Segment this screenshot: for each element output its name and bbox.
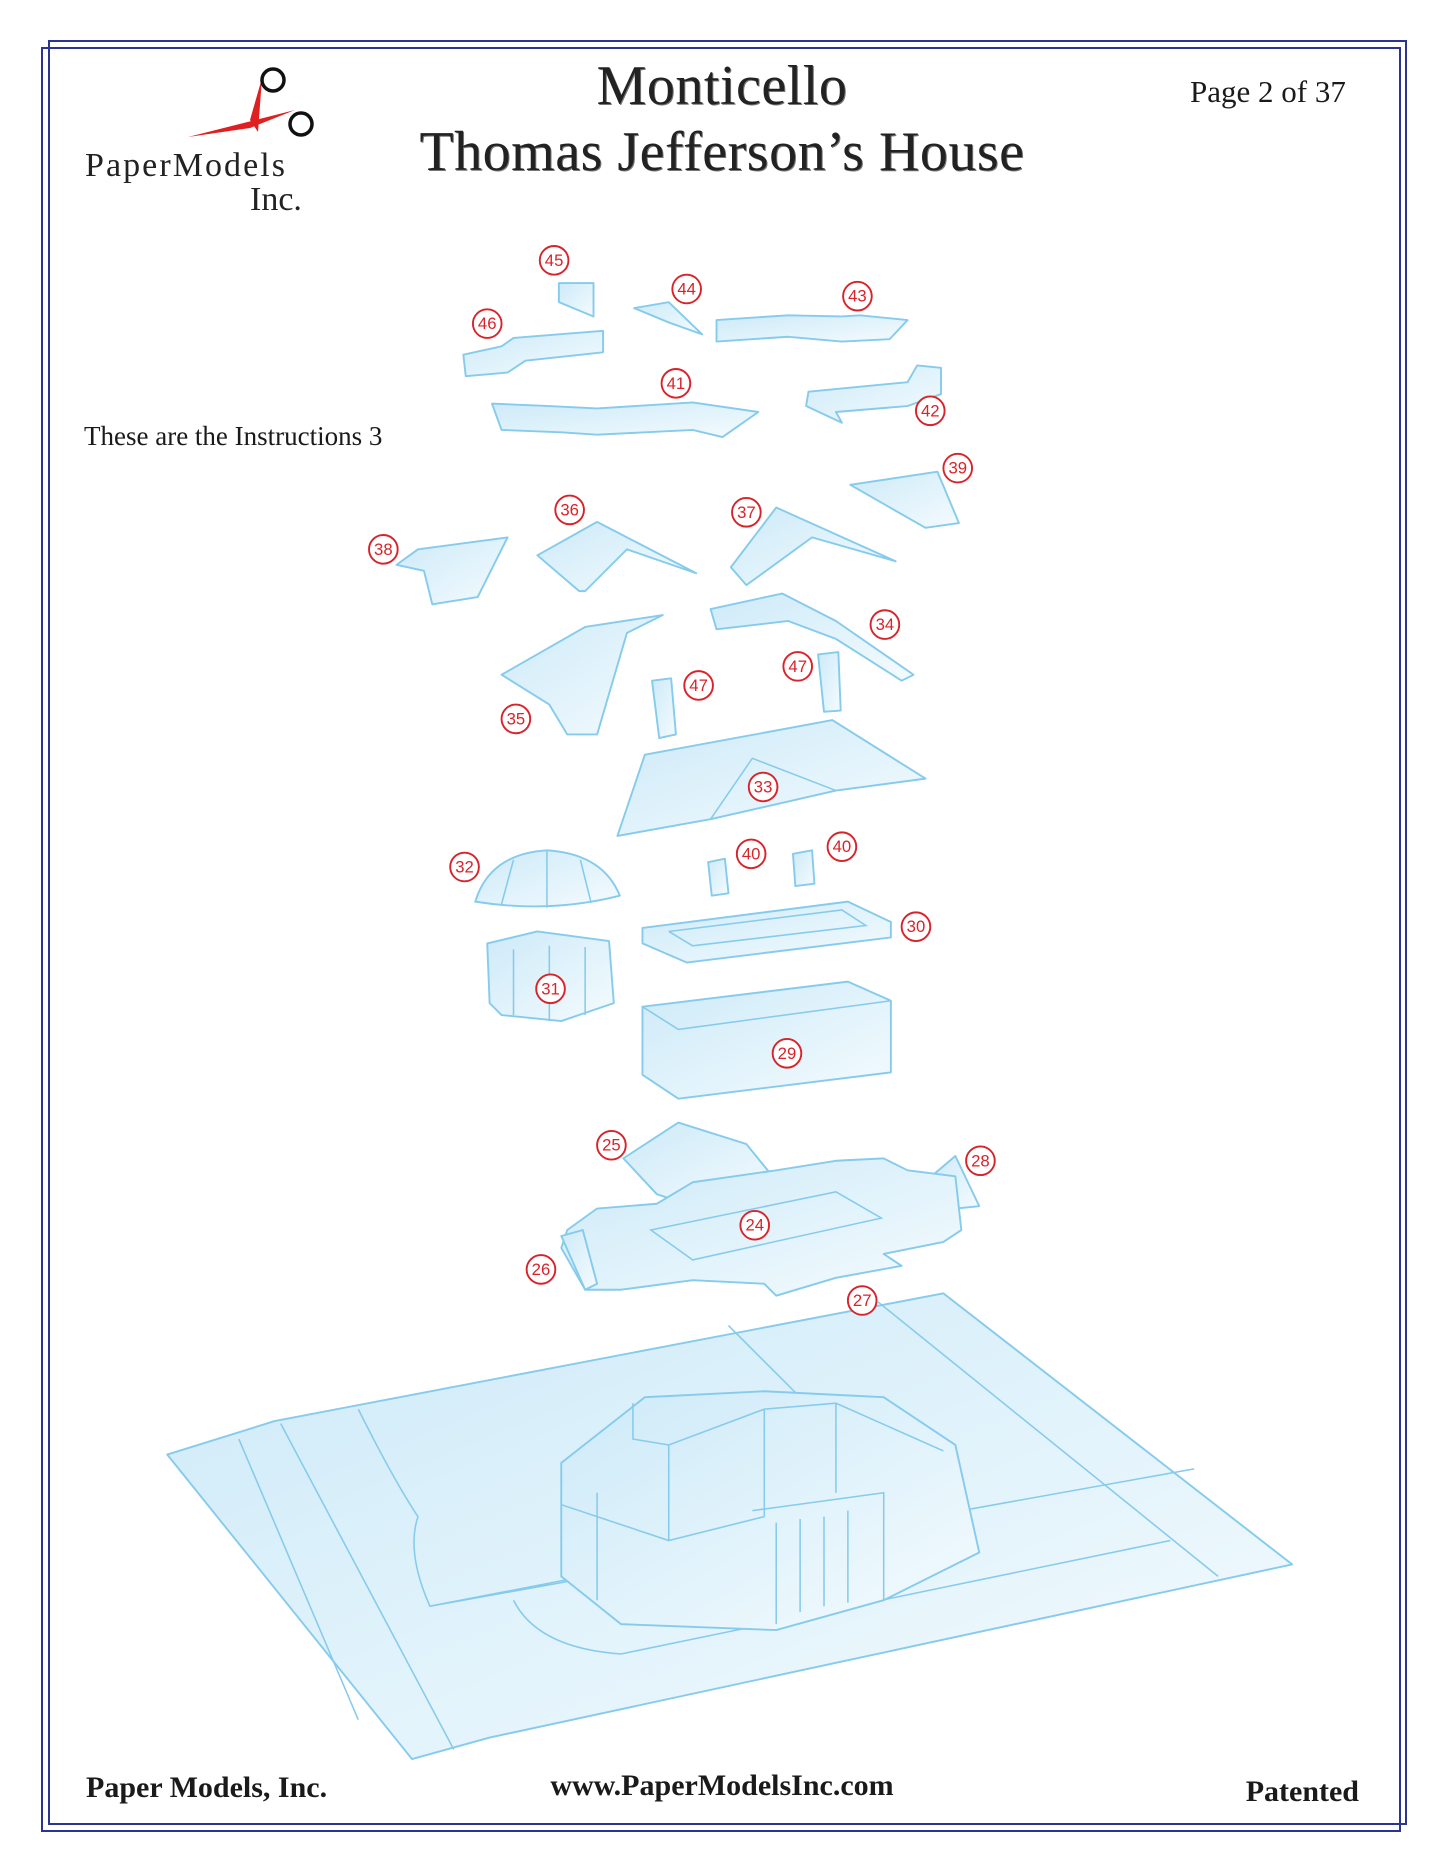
label-43: 43 [842,280,873,312]
label-26: 26 [525,1254,557,1285]
svg-text:30: 30 [907,917,926,936]
label-34: 34 [869,609,901,640]
house-model [560,1390,981,1632]
part-39 [849,470,960,529]
part-45 [557,282,595,318]
svg-text:43: 43 [848,287,867,306]
part-labels: 45 44 43 46 41 42 39 36 37 38 34 47 47 3… [368,245,996,1316]
label-40b: 40 [826,831,858,862]
label-46: 46 [471,308,503,339]
part-46 [462,329,605,378]
svg-text:36: 36 [560,500,579,519]
svg-text:28: 28 [971,1151,990,1170]
svg-text:35: 35 [507,709,526,728]
label-42: 42 [914,395,946,427]
part-47a [651,677,677,739]
svg-text:38: 38 [374,540,393,559]
label-33: 33 [747,771,779,803]
part-35 [500,614,664,736]
svg-text:40: 40 [833,837,852,856]
label-45: 45 [538,245,570,276]
svg-text:25: 25 [602,1136,621,1155]
label-39: 39 [942,452,974,484]
svg-text:47: 47 [788,657,807,676]
svg-text:42: 42 [921,401,940,420]
part-34 [709,592,915,682]
label-47a: 47 [683,670,714,701]
part-41 [491,401,760,439]
label-47b: 47 [782,651,814,682]
page-border-inner [41,47,1401,1832]
label-28: 28 [965,1145,996,1177]
part-37 [729,506,897,587]
label-41: 41 [660,368,692,399]
part-43 [715,314,909,343]
svg-text:34: 34 [876,615,895,634]
label-36: 36 [554,494,585,526]
logo-suffix: Inc. [250,181,302,218]
label-24: 24 [739,1209,771,1241]
part-26 [560,1229,599,1291]
part-40a [707,857,730,897]
part-29 [641,980,892,1100]
page-indicator: Page 2 of 37 [1190,74,1346,109]
svg-text:33: 33 [754,777,773,796]
logo-name: PaperModels [85,147,285,184]
label-37: 37 [731,497,762,528]
label-35: 35 [500,703,532,735]
svg-text:47: 47 [689,676,708,695]
label-44: 44 [671,273,702,305]
part-40b [791,849,816,888]
svg-text:40: 40 [742,844,761,863]
svg-text:24: 24 [745,1216,764,1235]
label-27: 27 [846,1285,878,1316]
page-title-line1: Monticello [596,55,848,117]
label-25: 25 [596,1129,627,1161]
footer-website[interactable]: www.PaperModelsInc.com [550,1769,894,1802]
svg-text:39: 39 [948,459,967,478]
scissors-icon [188,67,314,137]
svg-text:32: 32 [455,857,474,876]
part-30 [641,900,892,964]
instructions-note: These are the Instructions 3 [84,421,383,451]
label-30: 30 [900,911,932,942]
page-border-outer [48,40,1407,1825]
svg-text:45: 45 [545,251,564,270]
svg-text:41: 41 [667,374,686,393]
label-38: 38 [368,534,399,565]
label-40a: 40 [735,838,767,870]
model-parts [166,282,1294,1761]
part-44 [633,301,704,336]
svg-text:46: 46 [478,314,497,333]
label-32: 32 [449,851,480,883]
svg-text:37: 37 [737,503,756,522]
label-29: 29 [771,1037,803,1069]
footer-company: Paper Models, Inc. [86,1771,328,1804]
svg-text:44: 44 [677,279,696,298]
footer-patented: Patented [1245,1775,1359,1808]
label-31: 31 [535,973,566,1005]
part-36 [536,520,698,593]
svg-text:27: 27 [853,1291,872,1310]
part-38 [395,536,509,606]
part-47b [817,651,842,713]
svg-text:31: 31 [541,979,560,998]
svg-text:26: 26 [532,1260,551,1279]
page-title-line2: Thomas Jefferson’s House [419,121,1025,183]
svg-text:29: 29 [778,1044,797,1063]
logo: PaperModels Inc. [85,67,314,218]
